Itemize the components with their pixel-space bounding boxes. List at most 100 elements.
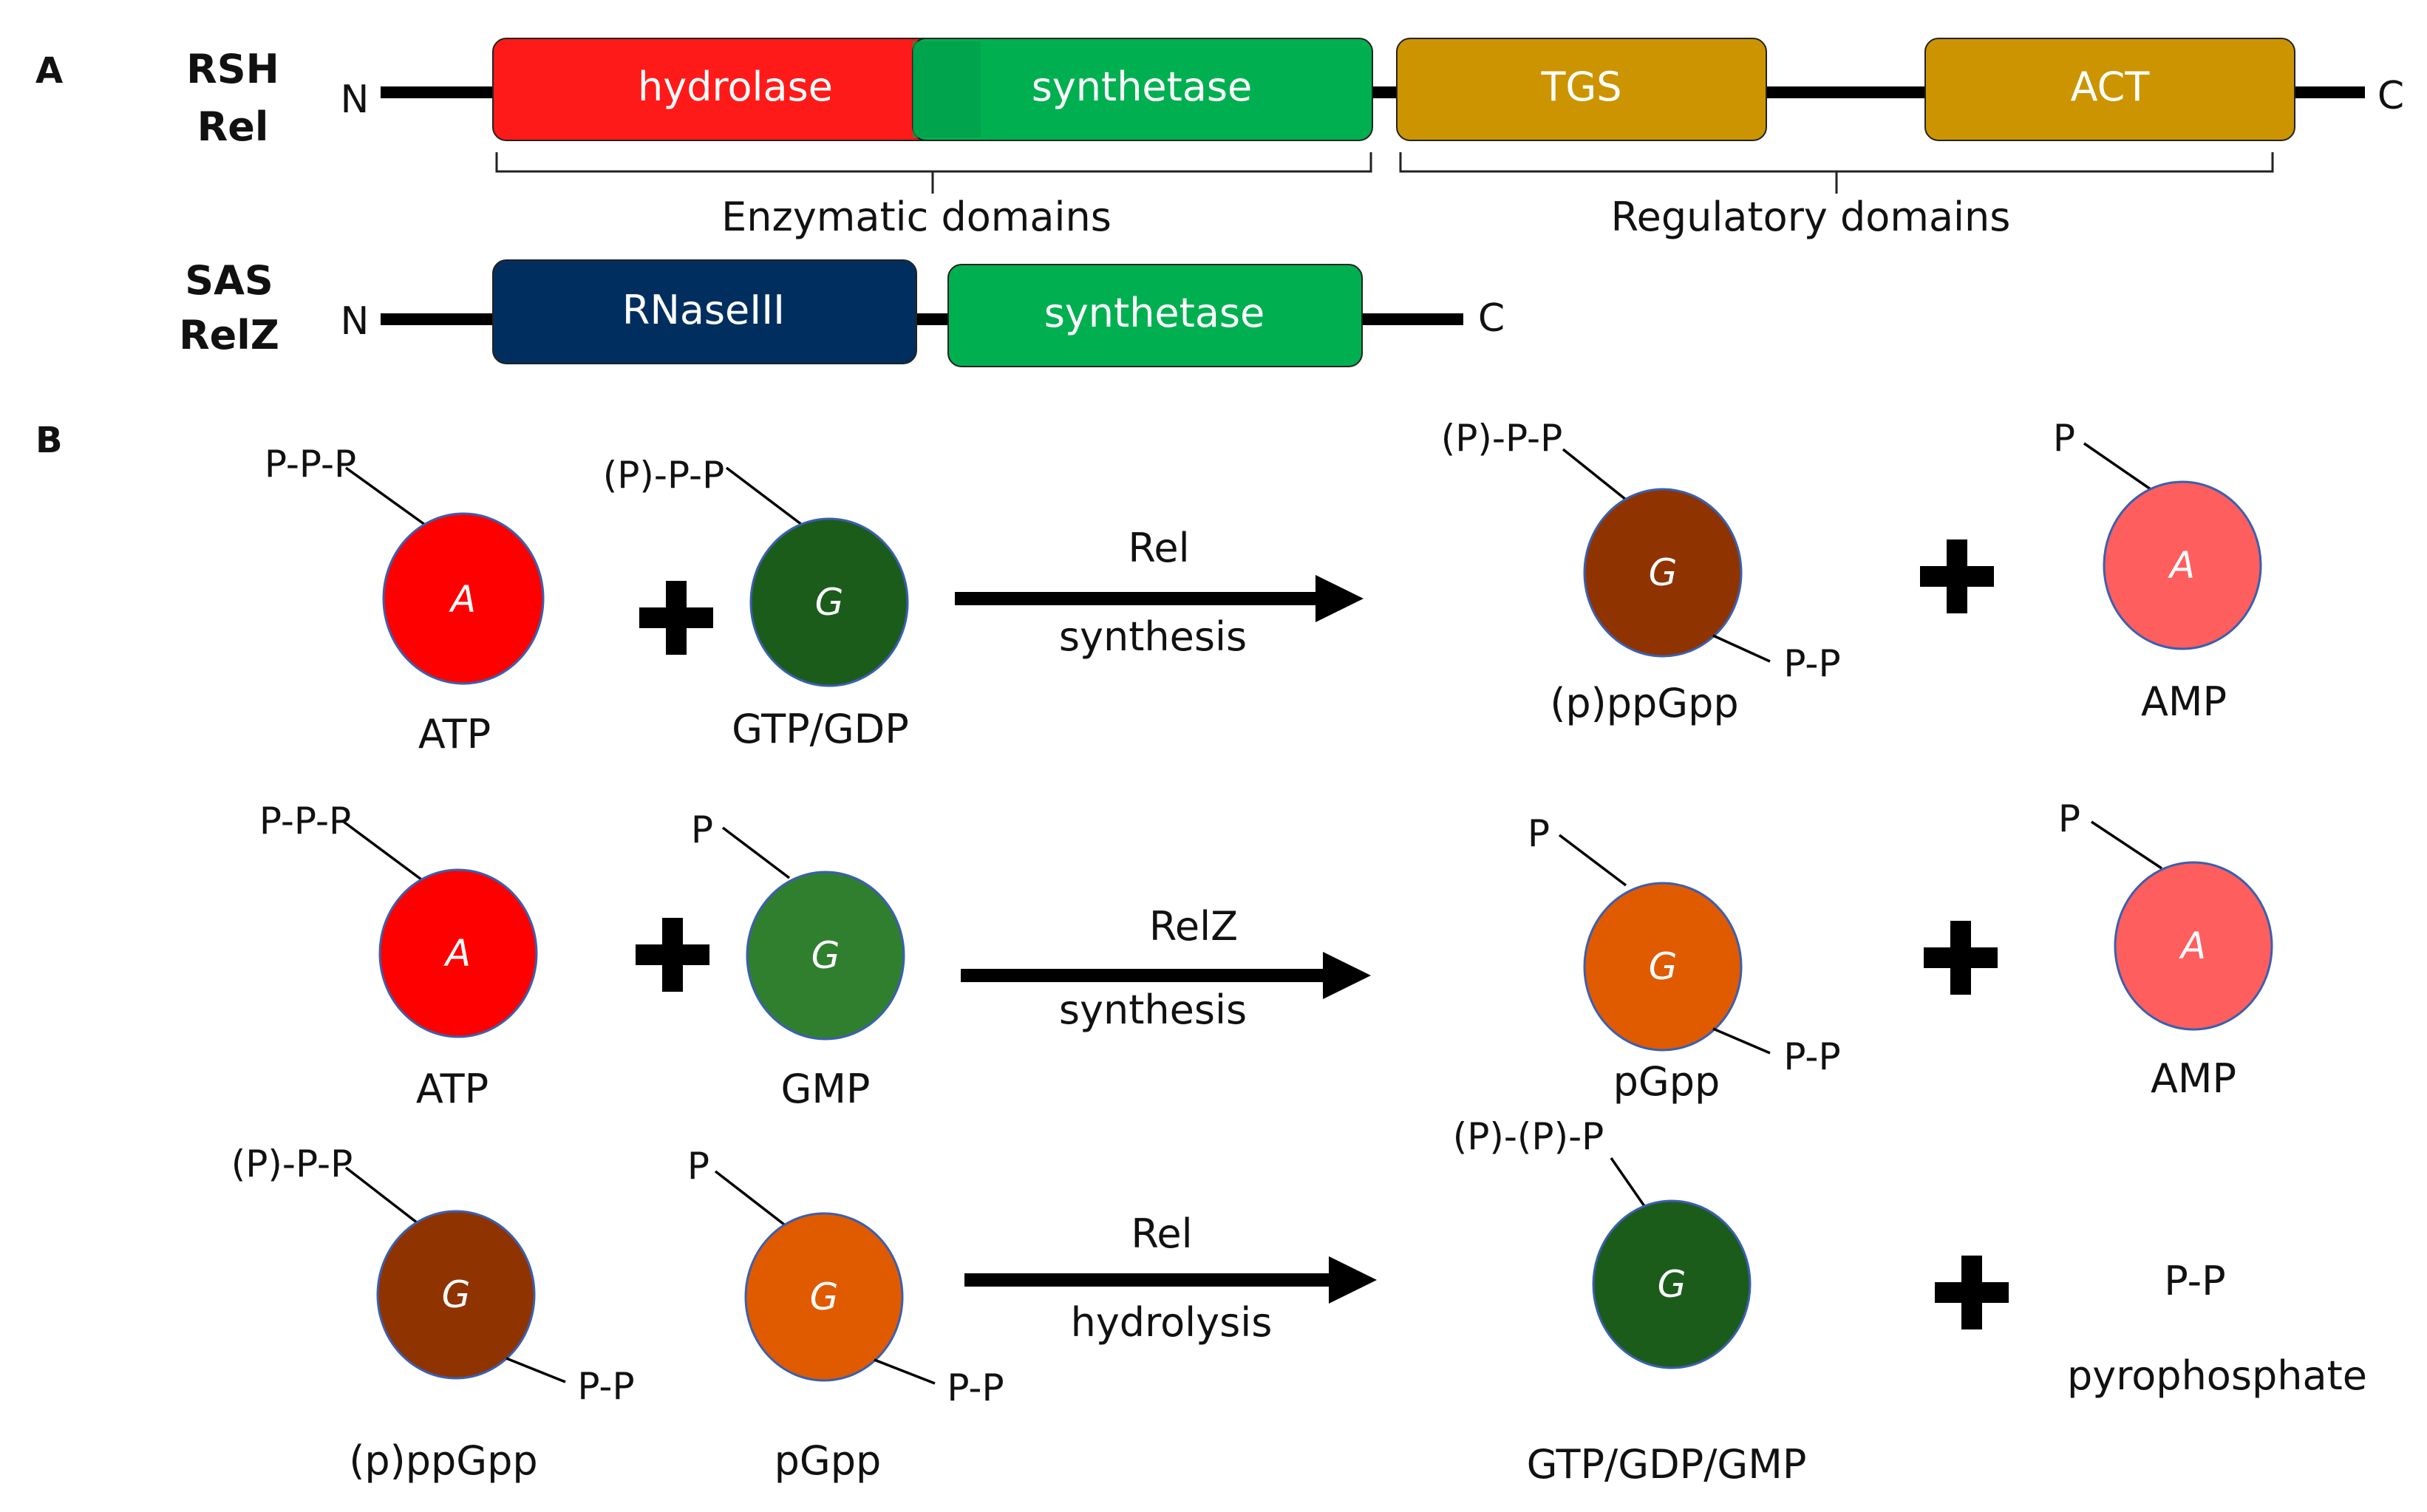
- act-domain-label: ACT: [2071, 64, 2151, 110]
- gtp-gdp-molecule: [749, 517, 909, 687]
- row2-gmp-name: GMP: [781, 1066, 871, 1112]
- row1-ppgpp: (P)-P-P G P-P (p)ppGpp: [1441, 417, 1841, 726]
- row3-pgpp: P G P-P pGpp: [687, 1145, 1004, 1484]
- enzymatic-domains-label: Enzymatic domains: [721, 194, 1112, 240]
- row2-amp-phosphate: P: [2058, 797, 2080, 840]
- pyrophosphate-formula: P-P: [2164, 1258, 2225, 1304]
- row1-ppgpp-phos-top: (P)-P-P: [1441, 417, 1562, 460]
- amp-molecule-2: [2114, 861, 2273, 1031]
- row1-gtp-phosphates: (P)-P-P: [603, 454, 724, 497]
- row3-enzyme: Rel: [1131, 1210, 1192, 1257]
- rsh-synthetase-overlap: [913, 41, 981, 137]
- sas-synthetase-label: synthetase: [1044, 290, 1265, 336]
- regulatory-brace: [1399, 152, 2274, 194]
- act-domain: [1924, 38, 2295, 141]
- pgpp-molecule: [1583, 882, 1743, 1052]
- row3-ppgpp-name: (p)ppGpp: [349, 1437, 537, 1484]
- row1-plus-2: [1920, 539, 1994, 613]
- row1-atp-letter: A: [449, 578, 476, 621]
- rel-name: Rel: [197, 103, 269, 150]
- row2-gmp-letter: G: [811, 934, 840, 977]
- row3-ppgpp-phos-bottom: P-P: [577, 1365, 634, 1408]
- row1-reaction-arrow: Rel synthesis: [955, 525, 1364, 660]
- row2-process: synthesis: [1059, 987, 1247, 1033]
- relz-name: RelZ: [179, 312, 279, 358]
- panel-b-label: B: [35, 420, 63, 461]
- row2-amp: P A AMP: [2058, 797, 2273, 1102]
- row1-atp-name: ATP: [418, 711, 491, 757]
- row1-ppgpp-name: (p)ppGpp: [1550, 680, 1738, 726]
- row3-pgpp-phos-bottom: P-P: [947, 1366, 1004, 1409]
- row2-plus-1: [636, 918, 709, 992]
- row2-gmp-phosphate: P: [691, 808, 713, 851]
- tgs-domain: [1396, 38, 1767, 141]
- row3-pgpp-name: pGpp: [775, 1437, 882, 1484]
- atp-molecule: [382, 512, 545, 685]
- row2-atp: P-P-P A ATP: [259, 800, 538, 1112]
- row3-product-letter: G: [1658, 1263, 1686, 1306]
- rsh-c-terminus: C: [2377, 74, 2404, 118]
- regulatory-domains-label: Regulatory domains: [1611, 194, 2011, 240]
- row3-pgpp-letter: G: [810, 1276, 839, 1318]
- row1-gtp-letter: G: [815, 581, 844, 624]
- row2-amp-letter: A: [2179, 924, 2206, 967]
- ppgpp-molecule: [1583, 488, 1743, 658]
- atp-molecule-2: [378, 868, 538, 1038]
- row3-pgpp-phos-top: P: [687, 1145, 709, 1188]
- panel-a-label: A: [35, 50, 63, 92]
- row3-ppgpp-phos-top: (P)-P-P: [231, 1142, 353, 1185]
- row1-amp-phosphate: P: [2053, 417, 2075, 460]
- row1-amp: P A AMP: [2053, 417, 2262, 725]
- row2-pgpp-letter: G: [1649, 945, 1678, 988]
- row1-gtp-gdp: (P)-P-P G GTP/GDP: [603, 454, 909, 752]
- row3-process: hydrolysis: [1071, 1299, 1273, 1346]
- pgpp-molecule-2: [744, 1212, 904, 1382]
- row1-atp: P-P-P A ATP: [265, 443, 545, 757]
- sas-name: SAS: [185, 257, 273, 304]
- gtp-gdp-gmp-molecule: [1592, 1199, 1752, 1369]
- row3-plus: [1935, 1256, 2009, 1329]
- row3-ppgpp-letter: G: [442, 1273, 471, 1316]
- row1-gtp-name: GTP/GDP: [732, 706, 909, 752]
- row2-enzyme: RelZ: [1149, 903, 1238, 950]
- rsh-n-terminus: N: [341, 78, 370, 122]
- row2-pgpp-phos-top: P: [1528, 812, 1550, 855]
- row1-atp-phosphates: P-P-P: [265, 443, 356, 486]
- row1-amp-name: AMP: [2141, 678, 2227, 725]
- sas-c-terminus: C: [1478, 296, 1505, 341]
- row3-reaction-arrow: Rel hydrolysis: [964, 1210, 1377, 1346]
- rsh-name: RSH: [186, 46, 279, 92]
- rnaseiii-domain-label: RNaseIII: [622, 287, 785, 333]
- row2-pgpp-name: pGpp: [1613, 1058, 1720, 1105]
- gmp-molecule: [746, 871, 905, 1041]
- row2-atp-name: ATP: [416, 1066, 489, 1112]
- sas-n-terminus: N: [341, 299, 370, 344]
- row2-reaction-arrow: RelZ synthesis: [961, 903, 1371, 1033]
- row1-ppgpp-phos-bottom: P-P: [1783, 642, 1840, 685]
- row2-pgpp-phos-bottom: P-P: [1783, 1035, 1840, 1078]
- row3-product-name: GTP/GDP/GMP: [1527, 1441, 1807, 1488]
- row1-plus-1: [639, 581, 713, 655]
- row2-gmp: P G GMP: [691, 808, 905, 1112]
- row1-amp-letter: A: [2168, 544, 2195, 587]
- row2-pgpp: P G P-P pGpp: [1528, 812, 1841, 1105]
- hydrolase-domain-label: hydrolase: [638, 64, 833, 110]
- row3-gtp-gdp-gmp: (P)-(P)-P G GTP/GDP/GMP: [1453, 1115, 1807, 1488]
- row1-ppgpp-letter: G: [1649, 551, 1678, 594]
- row1-process: synthesis: [1059, 613, 1247, 660]
- row2-plus-2: [1924, 921, 1998, 995]
- row3-ppgpp: (P)-P-P G P-P (p)ppGpp: [231, 1142, 635, 1484]
- pyrophosphate-name: pyrophosphate: [2067, 1352, 2367, 1399]
- enzymatic-brace: [495, 152, 1372, 194]
- row2-atp-phosphates: P-P-P: [259, 800, 351, 842]
- rsh-synthetase-label: synthetase: [1032, 64, 1253, 110]
- row2-amp-name: AMP: [2151, 1055, 2236, 1102]
- row3-product-phosphates: (P)-(P)-P: [1453, 1115, 1604, 1158]
- sas-synthetase-domain: [947, 264, 1363, 367]
- rnaseiii-domain: [492, 259, 917, 364]
- ppgpp-molecule-2: [376, 1210, 536, 1380]
- amp-molecule: [2103, 480, 2262, 650]
- row2-atp-letter: A: [443, 932, 471, 975]
- tgs-domain-label: TGS: [1540, 64, 1621, 110]
